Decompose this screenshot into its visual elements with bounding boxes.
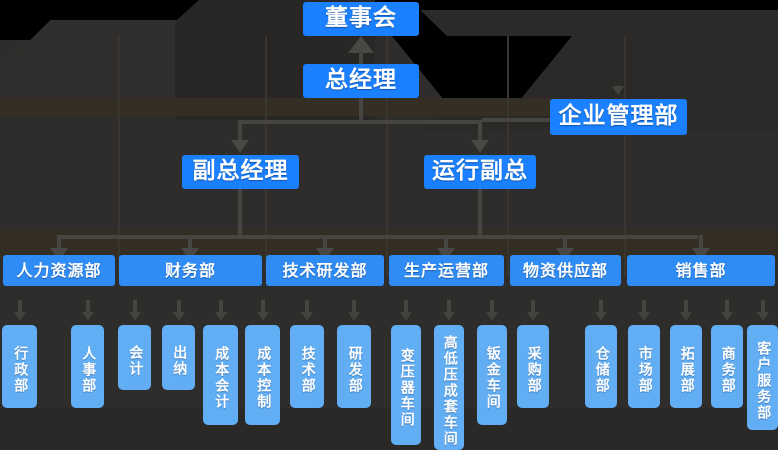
node-leaf[interactable]: 变压器车间 <box>391 325 421 445</box>
node-department[interactable]: 销售部 <box>627 255 775 286</box>
node-deputy-general-manager[interactable]: 副总经理 <box>182 155 299 189</box>
connector-arrow-leaf <box>214 312 227 321</box>
connector-stem-dept-2 <box>188 235 192 250</box>
node-department[interactable]: 物资供应部 <box>510 255 621 286</box>
connector-arrow-deputy-gm <box>231 140 249 153</box>
connector-stem-leaf <box>531 300 535 312</box>
node-department[interactable]: 生产运营部 <box>389 255 504 286</box>
connector-stem-leaf <box>132 300 137 312</box>
connector-stem-leaf <box>176 300 181 312</box>
connector-bus-deputies <box>238 120 482 124</box>
connector-stem-leaf <box>218 300 223 312</box>
background-divider-5 <box>624 36 626 276</box>
background-notch <box>392 36 572 98</box>
connector-stem-gm-down <box>359 98 363 120</box>
connector-stem-leaf <box>85 300 90 312</box>
connector-arrow-leaf <box>13 312 26 321</box>
connector-arrow-leaf <box>595 312 607 321</box>
background-plate-footer <box>0 408 778 450</box>
background-divider-1 <box>118 36 120 276</box>
connector-bus-enterprise-mgmt <box>482 118 552 122</box>
connector-arrow-leaf <box>81 312 94 321</box>
connector-arrow-leaf <box>256 312 269 321</box>
connector-stem-leaf <box>352 300 356 312</box>
connector-stem-dept-5 <box>563 235 567 250</box>
node-department[interactable]: 技术研发部 <box>266 255 384 286</box>
connector-arrow-leaf <box>756 312 769 321</box>
connector-arrow-leaf <box>680 312 692 321</box>
connector-stem-leaf <box>447 300 451 312</box>
node-department[interactable]: 财务部 <box>119 255 262 286</box>
node-general-manager[interactable]: 总经理 <box>303 64 419 98</box>
connector-arrow-leaf <box>128 312 141 321</box>
connector-stem-leaf <box>17 300 22 312</box>
connector-stem-dept-4 <box>444 235 448 250</box>
node-board[interactable]: 董事会 <box>303 2 419 36</box>
node-leaf[interactable]: 行政部 <box>2 325 37 408</box>
connector-arrow-leaf <box>721 312 733 321</box>
connector-stem-dept-3 <box>323 235 327 250</box>
node-leaf[interactable]: 商务部 <box>711 325 743 408</box>
connector-arrow-leaf <box>400 312 412 321</box>
node-leaf[interactable]: 钣金车间 <box>477 325 507 425</box>
node-leaf[interactable]: 拓展部 <box>670 325 702 408</box>
connector-arrow-leaf <box>172 312 185 321</box>
node-leaf[interactable]: 出纳 <box>162 325 195 390</box>
connector-stem-leaf <box>725 300 729 312</box>
node-leaf[interactable]: 客户服务部 <box>747 325 778 430</box>
connector-arrow-leaf <box>527 312 539 321</box>
node-enterprise-management[interactable]: 企业管理部 <box>550 99 687 135</box>
connector-stem-ops-vp <box>478 120 482 140</box>
connector-stem-leaf <box>490 300 494 312</box>
connector-stem-leaf <box>642 300 646 312</box>
connector-stem-dept-6 <box>699 235 703 250</box>
connector-arrow-to-board <box>348 36 374 53</box>
node-leaf[interactable]: 市场部 <box>628 325 660 408</box>
connector-stem-deputy-gm <box>238 120 242 140</box>
connector-stem-ops-vp-down <box>478 189 482 235</box>
connector-arrow-leaf <box>638 312 650 321</box>
connector-stem-leaf <box>260 300 265 312</box>
connector-stem-leaf <box>305 300 309 312</box>
connector-stem-dept-1 <box>57 235 61 250</box>
connector-arrow-enterprise-mgmt <box>612 86 624 95</box>
background-wedge-left <box>0 20 230 110</box>
connector-stem-leaf <box>404 300 408 312</box>
node-operations-vp[interactable]: 运行副总 <box>424 155 536 189</box>
node-leaf[interactable]: 高低压成套车间 <box>434 325 464 450</box>
connector-arrow-leaf <box>301 312 313 321</box>
node-leaf[interactable]: 技术部 <box>290 325 324 408</box>
connector-arrow-leaf <box>486 312 498 321</box>
connector-stem-leaf <box>599 300 603 312</box>
background-plate-top-left <box>0 0 200 40</box>
connector-stem-leaf <box>684 300 688 312</box>
node-leaf[interactable]: 成本控制 <box>245 325 280 425</box>
connector-arrow-ops-vp <box>471 140 489 153</box>
node-leaf[interactable]: 采购部 <box>517 325 549 408</box>
node-leaf[interactable]: 成本会计 <box>203 325 238 425</box>
connector-stem-leaf <box>760 300 765 312</box>
node-leaf[interactable]: 研发部 <box>337 325 371 408</box>
connector-arrow-leaf <box>348 312 360 321</box>
connector-arrow-leaf <box>443 312 455 321</box>
node-department[interactable]: 人力资源部 <box>3 255 115 286</box>
connector-stem-deputy-gm-down <box>238 189 242 235</box>
node-leaf[interactable]: 仓储部 <box>585 325 617 408</box>
background-band-upper <box>0 98 560 116</box>
node-leaf[interactable]: 会计 <box>118 325 151 390</box>
connector-bus-departments <box>58 235 698 239</box>
node-leaf[interactable]: 人事部 <box>71 325 104 408</box>
